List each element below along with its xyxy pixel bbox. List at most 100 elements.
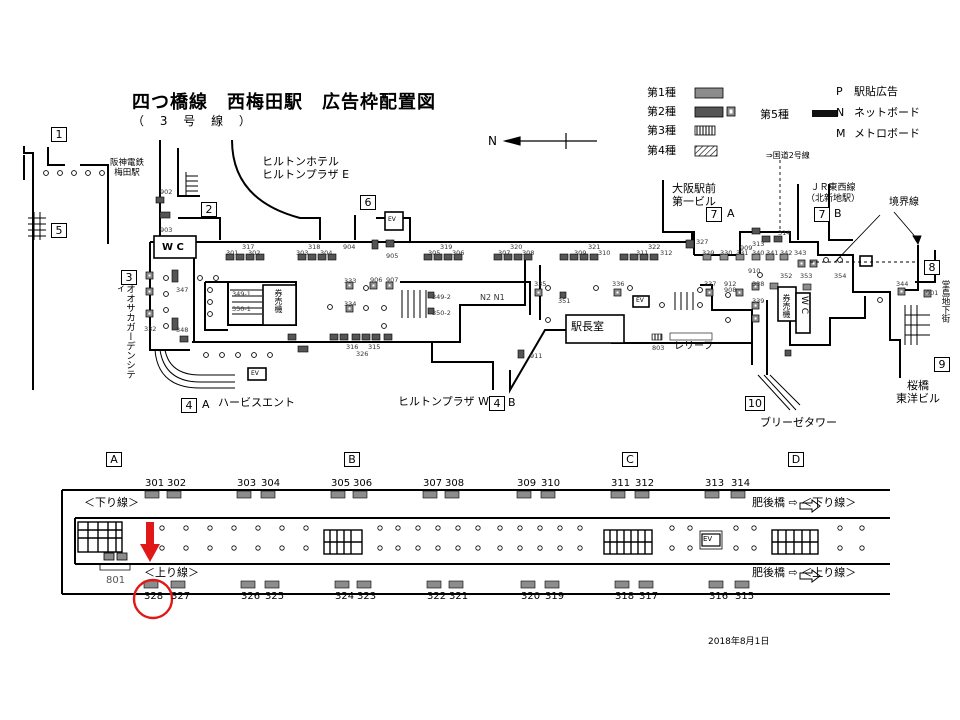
concourse-label-316: 316 [346,343,359,351]
platform-panel-312 [634,490,650,499]
exit-3: 3 [121,270,137,285]
compass-label: N [488,134,497,148]
platform-panel-313 [704,490,720,499]
concourse-label-330: 330 [720,249,733,257]
legend-text-p: 駅貼広告 [854,85,898,98]
exit-4b: 4 [489,396,505,411]
platform-panel-326 [240,580,256,589]
platform-label-303: 303 [237,478,257,489]
platform-panel-323 [356,580,372,589]
concourse-label-353: 353 [800,272,813,280]
place-hilton-w: ヒルトンプラザ W [398,395,490,408]
platform-panel-315 [734,580,750,589]
legend-label-5: 第5種 [760,108,789,121]
legend-key-m: M [836,127,846,140]
exit-7b: 7 [814,207,830,222]
platform-outline [61,489,890,595]
exit-4a: 4 [181,398,197,413]
concourse-label-344: 344 [896,280,909,288]
concourse-label-338: 338 [752,280,765,288]
legend [694,87,838,157]
wc-right: W C [799,296,809,315]
concourse-ads [155,196,812,359]
concourse-label-341: 341 [766,249,779,257]
concourse-label-326: 326 [356,350,369,358]
exit-1: 1 [51,127,67,142]
concourse-label-349-2: 349-2 [432,293,451,301]
concourse-label-909: 909 [740,244,753,252]
platform-label-319: 319 [545,591,565,602]
place-hanshin: 阪神電鉄 梅田駅 [110,158,145,178]
issue-date: 2018年8月1日 [708,637,770,647]
direction-arrows [799,499,821,583]
place-herbis: ハービスエント [218,396,295,409]
platform-label-313: 313 [705,478,725,489]
concourse-label-910: 910 [748,267,761,275]
section-d: D [788,452,804,467]
platform-panel-302 [166,490,182,499]
platform-panel-304 [260,490,276,499]
exit-6: 6 [360,195,376,210]
platform-pillars [159,525,865,551]
concourse-label-327: 327 [696,238,709,246]
exit-5: 5 [51,223,67,238]
platform-label-326: 326 [241,591,261,602]
concourse-label-309: 309 [574,249,587,257]
platform-label-320: 320 [521,591,541,602]
platform-panel-318 [614,580,630,589]
concourse-label-906: 906 [370,276,383,284]
ev-herbis: EV [251,370,259,377]
concourse-label-343: 343 [794,249,807,257]
kenbaiki-right: 券売機 [782,294,791,318]
platform-label-316: 316 [709,591,729,602]
platform-label-322: 322 [427,591,447,602]
platform-label-324: 324 [335,591,355,602]
platform-panel-317 [638,580,654,589]
concourse-label-803: 803 [652,344,665,352]
exit-4a-suffix: A [202,398,210,411]
concourse-label-911: 911 [530,352,543,360]
platform-panel-303 [236,490,252,499]
concourse-label-337: 337 [704,280,717,288]
platform-panel-319 [544,580,560,589]
concourse-label-333: 333 [344,277,357,285]
platform-label-318: 318 [615,591,635,602]
platform-label-304: 304 [261,478,281,489]
platform-label-301: 301 [145,478,165,489]
exit-7a-suffix: A [727,207,735,220]
concourse-label-352: 352 [780,272,793,280]
platform-panel-307 [422,490,438,499]
legend-text-n: ネットボード [854,106,920,119]
platform-label-307: 307 [423,478,443,489]
concourse-label-310: 310 [598,249,611,257]
exit-7a: 7 [706,207,722,222]
platform-label-317: 317 [639,591,659,602]
concourse-label-350-2: 350-2 [432,309,451,317]
platform-label-305: 305 [331,478,351,489]
upline-right: 肥後橋 ⇨ ＜上り線＞ [752,566,857,579]
concourse-label-908: 908 [724,286,737,294]
concourse-label-905: 905 [386,252,399,260]
boundary-line [779,160,922,263]
section-a: A [106,452,122,467]
legend-text-m: メトロボード [854,127,920,140]
platform-label-306: 306 [353,478,373,489]
platform-panel-324 [334,580,350,589]
concourse-label-302: 302 [248,249,261,257]
concourse-label-347: 347 [176,286,189,294]
concourse-label-313: 313 [752,240,765,248]
concourse-label-349-1: 349-1 [232,290,251,298]
kenbaiki-left: 券売機 [274,289,283,313]
concourse-label-903: 903 [160,226,173,234]
place-kyokai: 境界線 [889,197,919,208]
exit-4b-suffix: B [508,396,516,409]
platform-panel-314 [730,490,746,499]
concourse-label-332: 332 [144,325,157,333]
platform-label-325: 325 [265,591,285,602]
platform-panel-305 [330,490,346,499]
platform-panel-310 [540,490,556,499]
concourse-label-348: 348 [176,326,189,334]
concourse-label-318: 318 [308,243,321,251]
concourse-label-902: 902 [160,188,173,196]
legend-key-p: P [836,85,843,98]
